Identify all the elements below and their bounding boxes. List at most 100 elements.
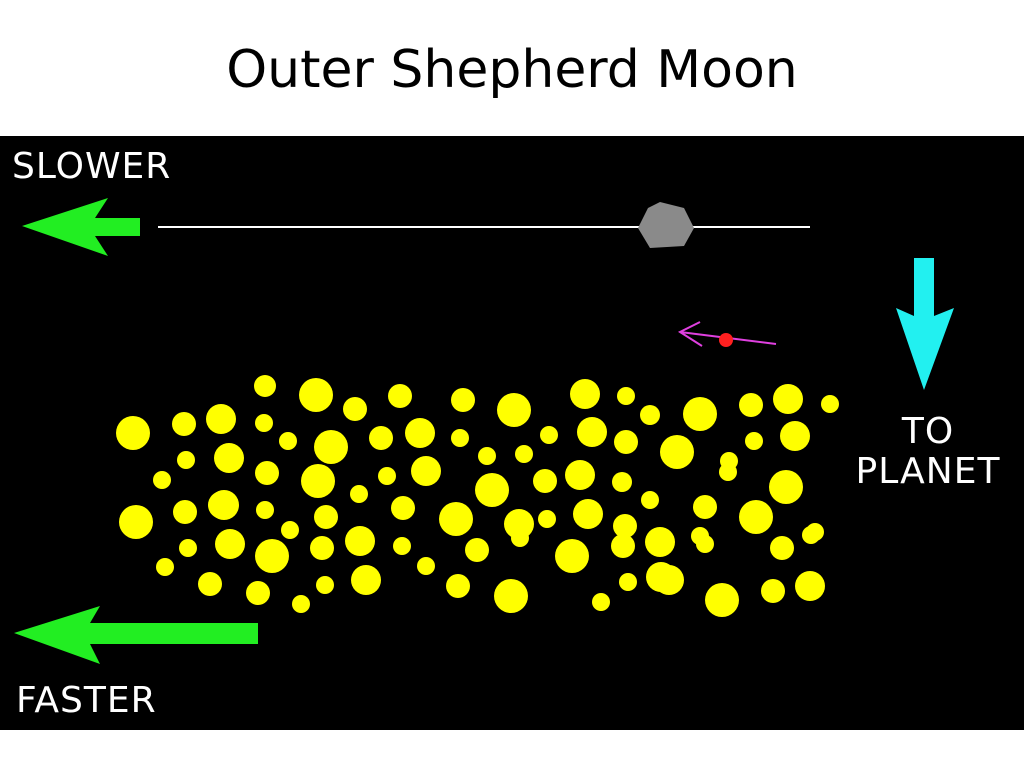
ring-particle	[745, 432, 763, 450]
ring-particle	[773, 384, 803, 414]
ring-particle	[214, 443, 244, 473]
diagram-canvas	[14, 198, 954, 664]
ring-particle	[369, 426, 393, 450]
ring-particle	[780, 421, 810, 451]
ring-particle	[255, 539, 289, 573]
ring-particle	[153, 471, 171, 489]
ring-particle	[451, 429, 469, 447]
ring-particles	[116, 375, 839, 617]
ring-particle	[705, 583, 739, 617]
to-planet-arrow-icon	[896, 258, 954, 390]
ring-particle	[739, 393, 763, 417]
ring-particle	[592, 593, 610, 611]
ring-particle	[446, 574, 470, 598]
ring-particle	[540, 426, 558, 444]
ring-particle	[475, 473, 509, 507]
ring-particle	[301, 464, 335, 498]
ring-particle	[515, 445, 533, 463]
ring-particle	[411, 456, 441, 486]
ring-particle	[255, 461, 279, 485]
ring-particle	[795, 571, 825, 601]
ring-particle	[208, 491, 236, 519]
ring-particle	[299, 378, 333, 412]
ring-particle	[156, 558, 174, 576]
ring-particle	[119, 505, 153, 539]
ring-particle	[570, 379, 600, 409]
ring-particle	[770, 536, 794, 560]
ring-particle	[465, 538, 489, 562]
ring-particle	[116, 416, 150, 450]
ring-particle	[378, 467, 396, 485]
ring-particle	[617, 387, 635, 405]
ring-particle	[393, 537, 411, 555]
ring-particle	[511, 529, 529, 547]
ring-particle	[612, 472, 632, 492]
ring-particle	[254, 375, 276, 397]
ring-particle	[388, 384, 412, 408]
ring-particle	[279, 432, 297, 450]
ring-particle	[343, 397, 367, 421]
ring-particle	[577, 417, 607, 447]
ring-particle	[173, 500, 197, 524]
faster-label: FASTER	[16, 680, 157, 721]
ring-particle	[640, 405, 660, 425]
ring-particle	[693, 495, 717, 519]
ring-particle	[350, 485, 368, 503]
ring-particle	[246, 581, 270, 605]
ring-particle	[198, 572, 222, 596]
diagram-panel: SLOWER FASTER TO PLANET	[0, 136, 1024, 730]
slower-label: SLOWER	[12, 146, 172, 187]
ring-particle	[478, 447, 496, 465]
ring-particle	[645, 527, 675, 557]
faster-arrow-icon	[14, 606, 258, 664]
ring-particle	[316, 576, 334, 594]
ring-particle	[292, 595, 310, 613]
ring-particle	[611, 534, 635, 558]
to-planet-label-line2: PLANET	[855, 451, 1001, 492]
ring-particle	[691, 527, 709, 545]
ring-particle	[215, 529, 245, 559]
ring-particle	[314, 505, 338, 529]
ring-particle	[619, 573, 637, 591]
ring-particle	[314, 430, 348, 464]
ring-particle	[555, 539, 589, 573]
ring-particle	[614, 430, 638, 454]
ring-particle	[761, 579, 785, 603]
ring-particle	[391, 496, 415, 520]
ring-particle	[739, 500, 773, 534]
ring-particle	[573, 499, 603, 529]
ring-particle	[719, 463, 737, 481]
ring-particle	[641, 491, 659, 509]
ring-particle	[179, 539, 197, 557]
ring-particle	[497, 393, 531, 427]
ring-particle	[345, 526, 375, 556]
ring-particle	[439, 502, 473, 536]
to-planet-label: TO PLANET	[848, 412, 1008, 492]
slide-title: Outer Shepherd Moon	[226, 40, 798, 100]
ring-particle	[206, 404, 236, 434]
ring-particle	[405, 418, 435, 448]
ring-particle	[177, 451, 195, 469]
ring-particle	[504, 509, 534, 539]
ring-particle	[565, 460, 595, 490]
ring-particle	[654, 565, 684, 595]
ring-particle	[281, 521, 299, 539]
ring-particle	[351, 565, 381, 595]
to-planet-label-line1: TO	[901, 411, 955, 452]
ring-particle	[451, 388, 475, 412]
ring-particle	[255, 414, 273, 432]
ring-particle	[172, 412, 196, 436]
ring-particle	[806, 523, 824, 541]
ring-particle	[494, 579, 528, 613]
ring-particle	[310, 536, 334, 560]
ring-particle	[538, 510, 556, 528]
ring-particle	[769, 470, 803, 504]
shepherd-moon	[638, 202, 694, 248]
slower-arrow-icon	[22, 198, 140, 256]
ring-particle	[660, 435, 694, 469]
ring-particle	[821, 395, 839, 413]
ring-particle	[533, 469, 557, 493]
ring-particle	[256, 501, 274, 519]
ring-particle-velocity	[677, 321, 777, 347]
ring-particle	[417, 557, 435, 575]
